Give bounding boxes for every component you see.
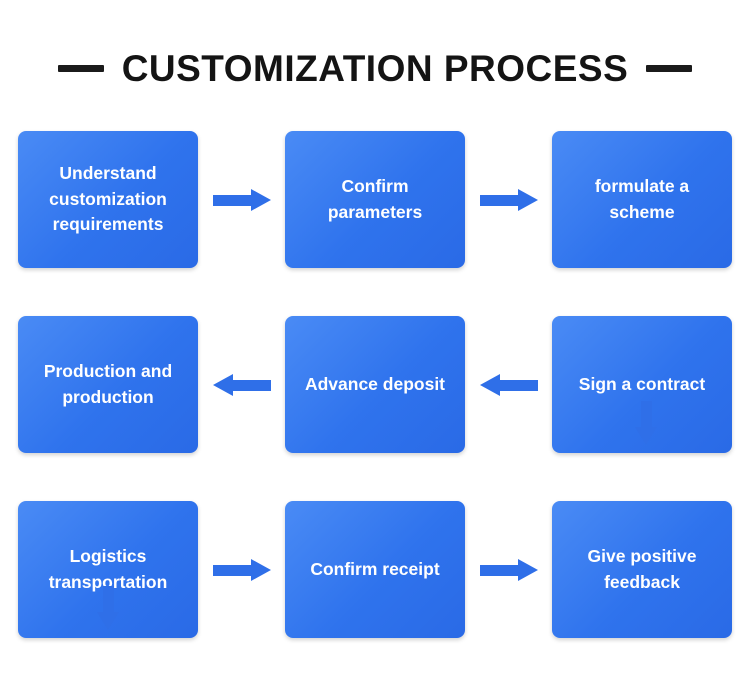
arrow-slot-6 — [465, 501, 552, 638]
process-step-2[interactable]: Confirm parameters — [285, 131, 465, 268]
process-row-1: Understand customization requirements Co… — [18, 131, 732, 268]
arrow-slot-2 — [465, 131, 552, 268]
title-right-dash-icon — [646, 65, 693, 72]
page-title-text: CUSTOMIZATION PROCESS — [121, 48, 629, 89]
process-row-3: Logistics transportation Confirm receipt… — [18, 501, 732, 638]
arrow-head — [97, 612, 119, 630]
arrow-shaft — [479, 564, 520, 576]
process-step-6[interactable]: Production and production — [18, 316, 198, 453]
arrow-shaft — [212, 194, 253, 206]
process-row-2: Production and production Advance deposi… — [18, 316, 732, 453]
arrow-left-icon-2 — [479, 373, 538, 396]
connector-slot-right — [556, 399, 736, 447]
arrow-shaft — [497, 379, 538, 391]
arrow-head — [212, 373, 233, 396]
row-gap-2 — [18, 453, 732, 501]
process-step-1[interactable]: Understand customization requirements — [18, 131, 198, 268]
connector-slot-left — [18, 584, 198, 632]
arrow-slot-4 — [465, 316, 552, 453]
arrow-slot-5 — [198, 501, 285, 638]
title-left-dash-icon — [57, 65, 104, 72]
process-step-3[interactable]: formulate a scheme — [552, 131, 732, 268]
arrow-shaft — [479, 194, 520, 206]
process-step-8[interactable]: Confirm receipt — [285, 501, 465, 638]
arrow-head — [250, 188, 271, 211]
arrow-shaft — [641, 401, 652, 429]
arrow-head — [517, 558, 538, 581]
arrow-slot-1 — [198, 131, 285, 268]
arrow-head — [635, 427, 657, 445]
arrow-right-icon-2 — [479, 188, 538, 211]
arrow-head — [250, 558, 271, 581]
arrow-down-icon-right — [635, 401, 657, 445]
process-step-9[interactable]: Give positive feedback — [552, 501, 732, 638]
arrow-left-icon-1 — [212, 373, 271, 396]
arrow-head — [479, 373, 500, 396]
row-gap-1 — [18, 268, 732, 316]
arrow-head — [517, 188, 538, 211]
arrow-shaft — [212, 564, 253, 576]
arrow-right-icon-3 — [212, 558, 271, 581]
arrow-slot-3 — [198, 316, 285, 453]
arrow-shaft — [230, 379, 271, 391]
arrow-down-icon-left — [97, 586, 119, 630]
page-title: CUSTOMIZATION PROCESS — [0, 50, 750, 87]
arrow-shaft — [103, 586, 114, 614]
process-step-5[interactable]: Advance deposit — [285, 316, 465, 453]
arrow-right-icon-4 — [479, 558, 538, 581]
process-flow-grid: Understand customization requirements Co… — [18, 131, 732, 638]
arrow-right-icon-1 — [212, 188, 271, 211]
